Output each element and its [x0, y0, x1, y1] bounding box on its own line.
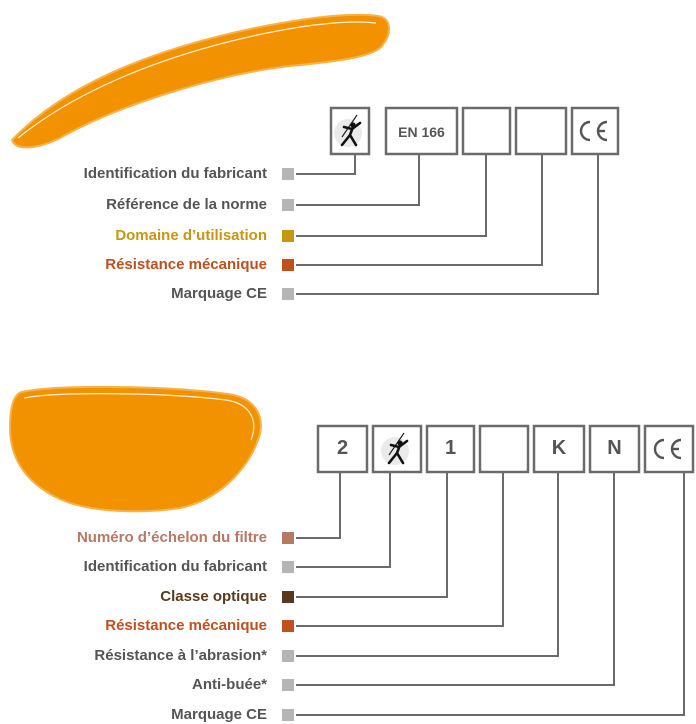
frame-label-mechanical: Résistance mécanique — [105, 256, 267, 273]
lens-square-anti-fog — [282, 679, 294, 691]
frame-square-standard — [282, 199, 294, 211]
frame-box-4 — [514, 106, 568, 156]
lens-label-manufacturer: Identification du fabricant — [83, 558, 267, 575]
lens-label-anti-fog: Anti-buée* — [192, 676, 267, 693]
ce-mark-icon — [579, 120, 608, 142]
lens-label-mechanical: Résistance mécanique — [105, 617, 267, 634]
fencer-logo-icon — [381, 432, 409, 465]
lens-box-3 — [425, 424, 476, 474]
lens-connectors — [296, 473, 685, 716]
frame-square-mechanical — [282, 259, 294, 271]
frame-box-3 — [461, 106, 512, 156]
lens-box-7 — [643, 424, 695, 474]
frame-square-ce — [282, 288, 294, 300]
ce-mark-icon — [653, 438, 682, 460]
frame-label-manufacturer: Identification du fabricant — [83, 165, 267, 182]
frame-connectors — [296, 155, 599, 295]
lens-marking-boxes — [316, 424, 695, 474]
frame-square-manufacturer — [282, 168, 294, 180]
lens-square-filter-scale — [282, 532, 294, 544]
frame-label-standard: Référence de la norme — [106, 196, 267, 213]
lens-label-ce: Marquage CE — [171, 706, 267, 723]
lens-box-5 — [532, 424, 586, 474]
lens-label-filter-scale: Numéro d’échelon du filtre — [76, 529, 267, 546]
frame-temple-shape — [10, 13, 390, 149]
lens-square-manufacturer — [282, 561, 294, 573]
frame-marking-boxes — [329, 106, 620, 156]
lens-square-optical-class — [282, 591, 294, 603]
frame-box-2 — [384, 106, 459, 156]
lens-box-6 — [588, 424, 641, 474]
frame-box-5 — [570, 106, 620, 156]
lens-label-optical-class: Classe optique — [160, 588, 267, 605]
frame-label-use-domain: Domaine d’utilisation — [115, 227, 267, 244]
lens-box-1 — [316, 424, 369, 474]
lens-square-ce — [282, 709, 294, 721]
lens-label-abrasion: Résistance à l’abrasion* — [94, 647, 267, 664]
frame-label-ce: Marquage CE — [171, 285, 267, 302]
lens-square-abrasion — [282, 650, 294, 662]
fencer-logo-icon — [334, 114, 362, 147]
lens-shape — [8, 385, 262, 513]
lens-box-4 — [478, 424, 530, 474]
frame-square-use-domain — [282, 230, 294, 242]
lens-square-mechanical — [282, 620, 294, 632]
